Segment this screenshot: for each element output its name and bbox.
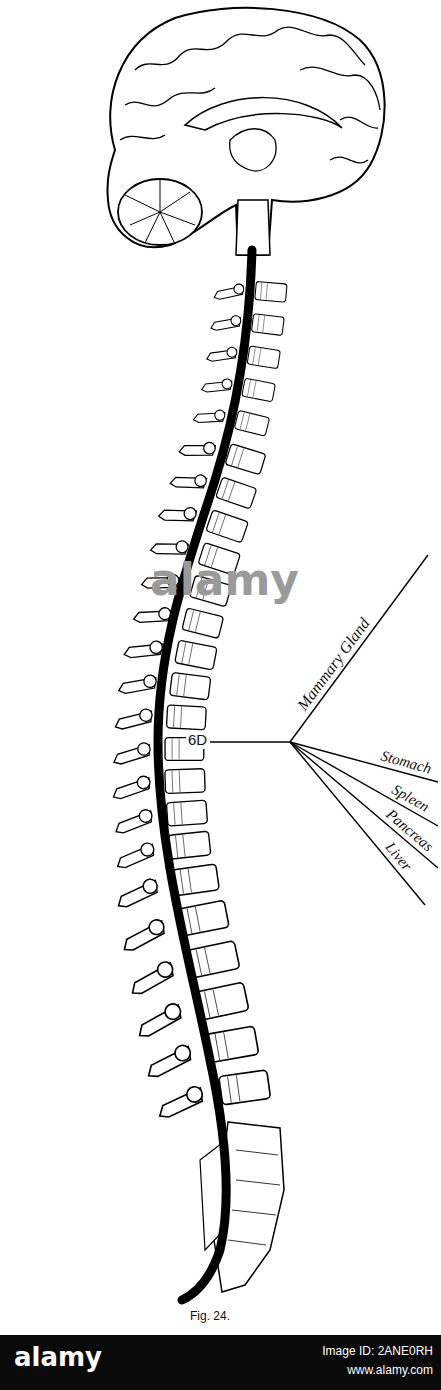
spinal-cord xyxy=(158,250,252,1300)
nerve-line xyxy=(290,742,438,868)
nerve-line xyxy=(210,741,290,742)
brain-outline xyxy=(107,8,384,255)
vertebral-column xyxy=(113,278,287,1292)
corpus-callosum xyxy=(185,98,342,130)
gyri xyxy=(135,27,365,70)
nerve-line xyxy=(290,555,428,742)
watermark-logo: alamy xyxy=(14,1343,102,1372)
sacral-lines xyxy=(228,1150,280,1245)
cerebellum xyxy=(118,179,202,245)
brain xyxy=(107,8,384,255)
thalamus xyxy=(230,129,276,171)
nerve-line xyxy=(290,742,438,782)
nerve-lines xyxy=(210,555,438,905)
cerebellum-folia xyxy=(125,180,195,244)
watermark-url: www.alamy.com xyxy=(347,1364,433,1377)
watermark: alamy xyxy=(150,556,299,604)
figure-caption: Fig. 24. xyxy=(190,1310,230,1323)
image-id: Image ID: 2ANE0RH xyxy=(322,1345,433,1358)
organ-label: Mammary Gland xyxy=(294,615,373,714)
segment-label: 6D xyxy=(186,732,209,749)
nerve-line xyxy=(290,742,438,826)
